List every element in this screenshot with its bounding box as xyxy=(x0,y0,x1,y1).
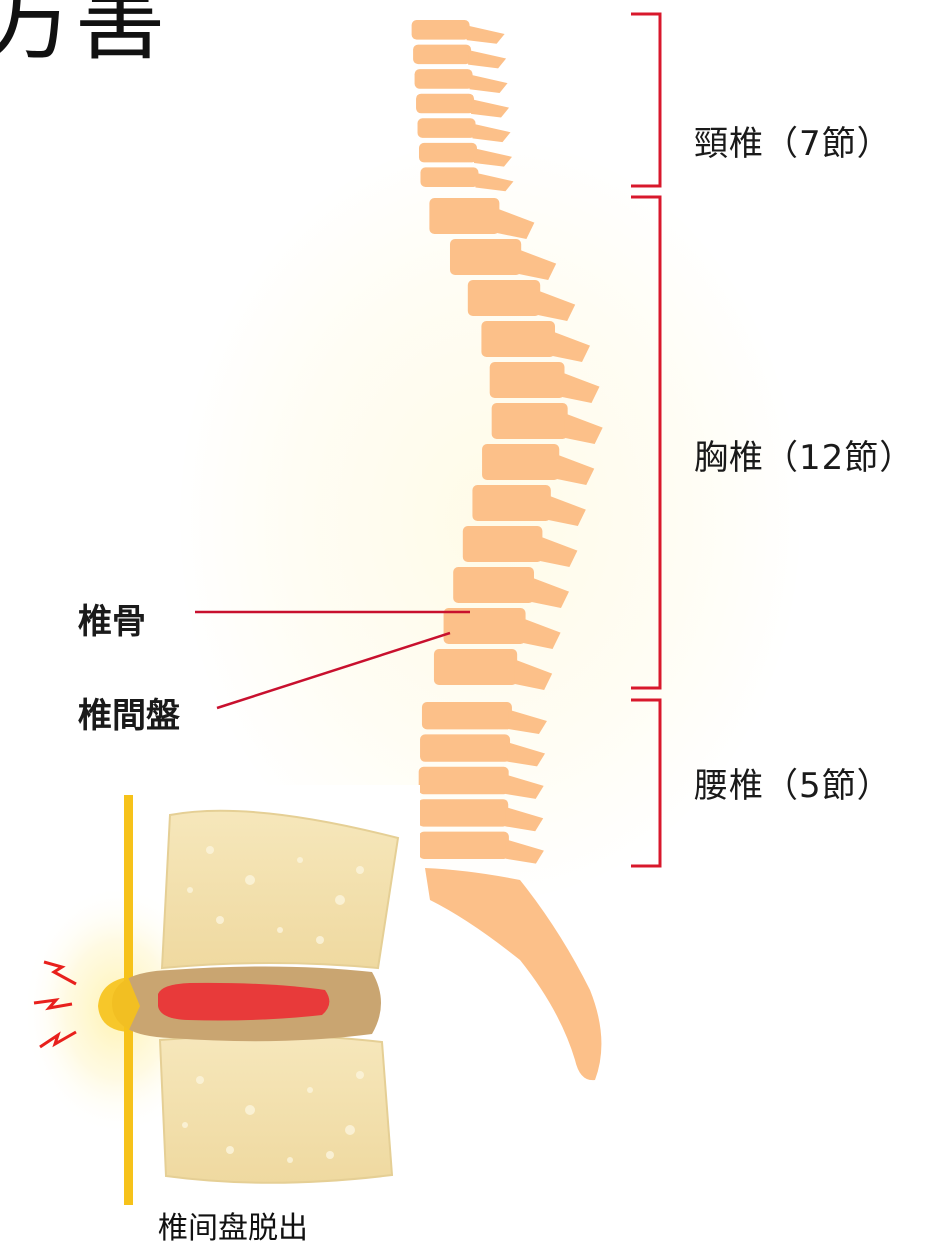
vertebra-body xyxy=(412,20,470,40)
vertebra-body xyxy=(420,734,510,761)
vertebra-body xyxy=(450,239,521,275)
spinous-process xyxy=(506,775,544,799)
vertebra-body xyxy=(418,799,508,826)
vertebra-body xyxy=(416,94,474,114)
vertebra-body xyxy=(434,649,517,685)
bracket-cervical xyxy=(631,14,660,186)
vertebra-body xyxy=(472,485,550,521)
vertebra-body xyxy=(418,118,476,138)
spinous-process xyxy=(506,839,544,863)
spinous-process xyxy=(509,710,547,734)
vertebra-body xyxy=(420,167,478,187)
spinous-process xyxy=(473,124,511,142)
spinous-process xyxy=(507,742,545,766)
lumbar-label: 腰椎（5節） xyxy=(694,758,892,807)
spinous-process xyxy=(514,659,552,690)
spinous-process xyxy=(523,618,561,649)
spinous-process xyxy=(548,495,586,526)
spinous-process xyxy=(471,99,509,117)
spinous-process xyxy=(531,577,569,608)
spinous-process xyxy=(552,331,590,362)
upper-vertebra-block xyxy=(162,811,398,968)
lower-vertebra-block xyxy=(160,1035,392,1182)
spinous-process xyxy=(518,249,556,280)
vertebra-body xyxy=(413,45,471,65)
vertebra-body xyxy=(422,702,512,729)
vertebra-label: 椎骨 xyxy=(78,594,146,643)
vertebra-body xyxy=(419,767,509,794)
vertebra-body xyxy=(482,444,559,480)
cervical-label: 頸椎（7節） xyxy=(694,116,892,165)
spinous-process xyxy=(496,208,534,239)
inset-caption: 椎间盘脱出 xyxy=(158,1203,308,1247)
vertebra-body xyxy=(468,280,540,316)
spinous-process xyxy=(470,75,508,93)
vertebra-body xyxy=(419,832,509,859)
vertebra-body xyxy=(492,403,568,439)
vertebra-body xyxy=(429,198,499,234)
spinous-process xyxy=(537,290,575,321)
vertebra-body xyxy=(415,69,473,89)
bracket-lumbar xyxy=(631,700,660,866)
vertebra-body xyxy=(419,143,477,163)
sacrum xyxy=(425,868,601,1080)
vertebra-body xyxy=(453,567,534,603)
spinous-process xyxy=(556,454,594,485)
vertebra-body xyxy=(444,608,526,644)
spinous-process xyxy=(562,372,600,403)
disc-leader-line xyxy=(217,633,450,708)
vertebra-body xyxy=(490,362,565,398)
spine-column xyxy=(412,20,603,1080)
spinous-process xyxy=(565,413,603,444)
spinous-process xyxy=(468,50,506,68)
disc-label: 椎間盤 xyxy=(78,688,180,737)
spinous-process xyxy=(467,25,505,43)
thoracic-label: 胸椎（12節） xyxy=(694,430,914,479)
spinous-process xyxy=(539,536,577,567)
spinous-process xyxy=(505,807,543,831)
spinous-process xyxy=(474,148,512,166)
spinous-process xyxy=(475,173,513,191)
vertebra-body xyxy=(463,526,543,562)
herniated-nucleus xyxy=(158,983,329,1021)
vertebra-body xyxy=(481,321,555,357)
bracket-thoracic xyxy=(631,197,660,688)
